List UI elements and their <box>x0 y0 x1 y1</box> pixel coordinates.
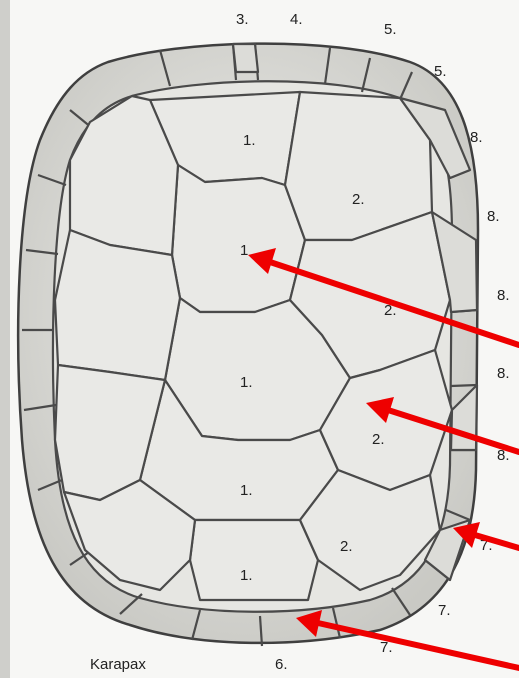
label-costal-1: 2. <box>352 191 365 208</box>
label-5-lower: 5. <box>434 63 447 80</box>
label-marginal-8d: 8. <box>497 365 510 382</box>
page-edge <box>0 0 10 678</box>
label-marginal-8c: 8. <box>497 287 510 304</box>
label-vertebral-1: 1. <box>243 132 256 149</box>
label-vertebral-5: 1. <box>240 567 253 584</box>
label-costal-4: 2. <box>340 538 353 555</box>
label-marginal-7b: 7. <box>438 602 451 619</box>
label-5-upper: 5. <box>384 21 397 38</box>
label-marginal-8a: 8. <box>470 129 483 146</box>
label-costal-3: 2. <box>372 431 385 448</box>
label-marginal-8b: 8. <box>487 208 500 225</box>
arrow-4-line <box>318 623 519 668</box>
label-3: 3. <box>236 11 249 28</box>
caption-karapax: Karapax <box>90 656 146 673</box>
label-4: 4. <box>290 11 303 28</box>
label-vertebral-2: 1 <box>240 242 248 259</box>
label-vertebral-4: 1. <box>240 482 253 499</box>
nuchal-scute <box>233 44 258 72</box>
label-6: 6. <box>275 656 288 673</box>
label-vertebral-3: 1. <box>240 374 253 391</box>
